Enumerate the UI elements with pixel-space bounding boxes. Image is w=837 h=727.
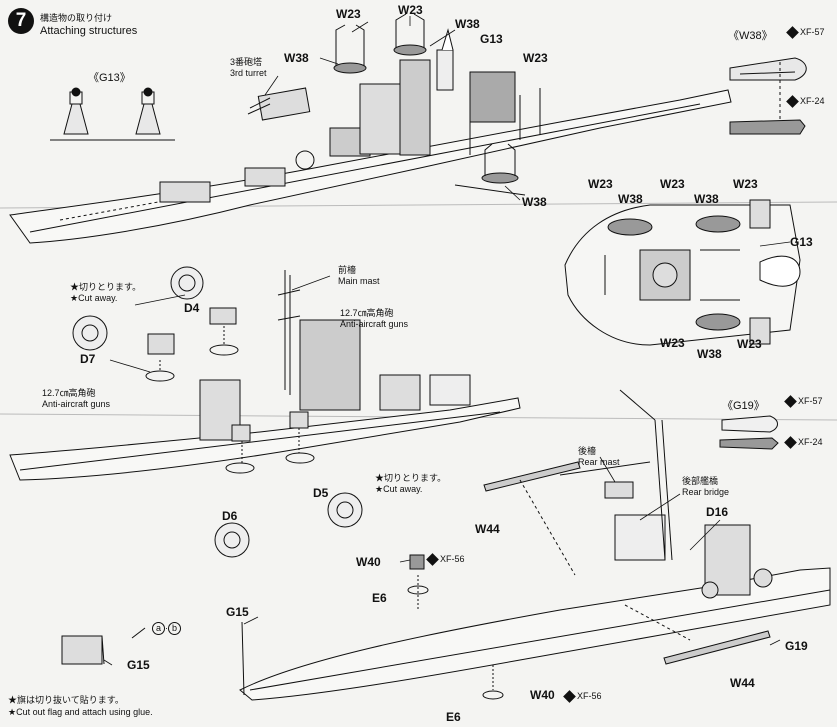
part-label-d6: D6 [222,509,238,523]
step-title-jp: 構造物の取り付け [40,13,113,23]
rear-mast-label-jp: 後檣 [578,446,597,456]
w38-inset-title: 《W38》 [728,30,773,42]
paint-xf24-g19: XF-24 [784,436,823,449]
paint-xf24-w38: XF-24 [786,95,825,108]
g13-inset-title: 《G13》 [88,72,131,84]
paint-chip-icon [784,436,797,449]
part-label-w40: W40 [530,688,555,702]
paint-chip-icon [784,395,797,408]
cut-away-note-jp-left: ★切りとります。 [70,282,142,292]
top-view-drawing [564,199,801,346]
part-label-g15: G15 [226,605,249,619]
part-label-e6: E6 [372,591,387,605]
part-label-d7: D7 [80,352,96,366]
third-turret-label-jp: 3番砲塔 [230,57,263,67]
part-label-w23: W23 [660,336,685,350]
w38-inset-drawing [729,57,807,135]
paint-chip-icon [563,690,576,703]
g13-inset-drawing [50,87,175,141]
rear-bridge-label-jp: 後部艦橋 [682,476,719,486]
part-label-w38: W38 [697,347,722,361]
part-label-w44: W44 [730,676,755,690]
aa-guns-label-jp-left: 12.7㎝高角砲 [42,388,96,398]
g19-inset-drawing [719,415,779,450]
part-label-w40: W40 [356,555,381,569]
part-label-w38: W38 [455,17,480,31]
part-label-w38: W38 [618,192,643,206]
part-label-w23: W23 [336,7,361,21]
part-label-g15: G15 [127,658,150,672]
part-label-w23: W23 [737,337,762,351]
middle-ship-hull [9,266,521,558]
part-label-e6: E6 [446,710,461,724]
part-label-w44: W44 [475,522,500,536]
part-label-w23: W23 [660,177,685,191]
part-label-w38: W38 [284,51,309,65]
main-mast-label-jp: 前檣 [338,265,357,275]
aa-guns-label-en-left: Anti-aircraft guns [42,399,111,409]
step-title-en: Attaching structures [40,25,138,37]
cut-away-note-jp-right: ★切りとります。 [375,473,447,483]
part-label-d16: D16 [706,505,729,519]
part-label-w23: W23 [523,51,548,65]
part-label-w23: W23 [398,3,423,17]
paint-chip-icon [426,553,439,566]
paint-xf56-lower: XF-56 [563,690,602,703]
bottom-ship-hull [61,389,831,701]
part-label-w38: W38 [694,192,719,206]
main-mast-label-en: Main mast [338,276,380,286]
part-label-w38: W38 [522,195,547,209]
upper-ship-hull [9,13,732,244]
glue-marks: a·b [152,622,181,635]
paint-chip-icon [786,95,799,108]
g19-inset-title: 《G19》 [722,400,765,412]
paint-xf56-upper: XF-56 [426,553,465,566]
part-label-g19: G19 [785,639,808,653]
aa-guns-label-en-right: Anti-aircraft guns [340,319,409,329]
part-label-g13: G13 [480,32,503,46]
cut-away-note-en-left: ★Cut away. [70,293,118,303]
rear-mast-label-en: Rear mast [578,457,620,467]
flag-note-jp: ★旗は切り抜いて貼ります。 [8,695,124,705]
step-number-badge: 7 [8,8,34,34]
aa-guns-label-jp-right: 12.7㎝高角砲 [340,308,394,318]
flag-note-en: ★Cut out flag and attach using glue. [8,707,153,717]
paint-chip-icon [786,26,799,39]
part-label-d5: D5 [313,486,329,500]
part-label-g13: G13 [790,235,813,249]
paint-xf57-w38: XF-57 [786,26,825,39]
part-label-d4: D4 [184,301,200,315]
third-turret-label-en: 3rd turret [230,68,267,78]
cut-away-note-en-right: ★Cut away. [375,484,423,494]
rear-bridge-label-en: Rear bridge [682,487,730,497]
paint-xf57-g19: XF-57 [784,395,823,408]
part-label-w23: W23 [733,177,758,191]
part-label-w23: W23 [588,177,613,191]
